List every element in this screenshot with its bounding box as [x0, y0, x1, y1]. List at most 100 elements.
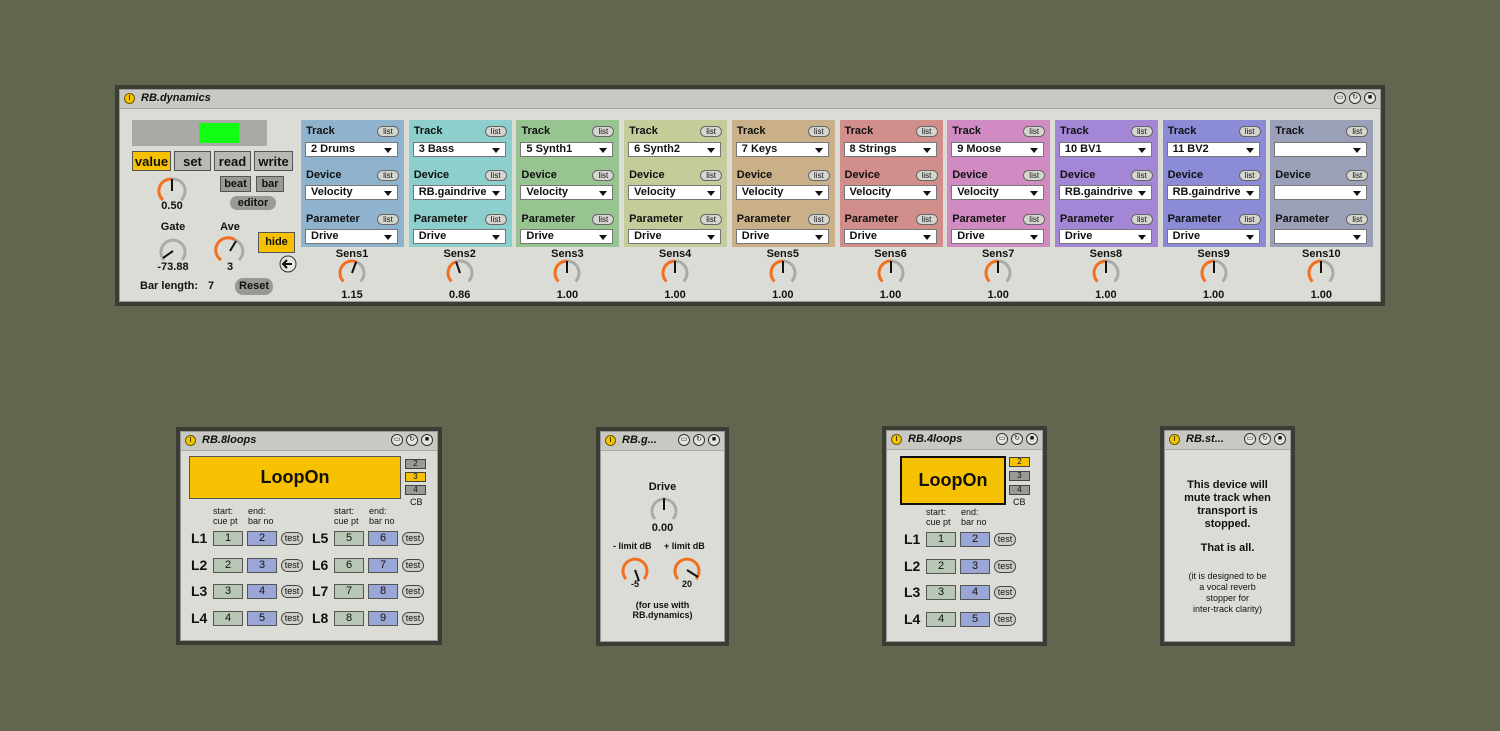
loop-start-field[interactable]: 1	[926, 532, 956, 547]
device-list-button[interactable]: list	[484, 170, 507, 181]
sens-knob[interactable]	[658, 256, 692, 290]
track-list-button[interactable]: list	[1238, 126, 1261, 137]
loop-start-field[interactable]: 7	[334, 584, 364, 599]
parameter-list-button[interactable]: list	[1023, 214, 1046, 225]
parameter-list-button[interactable]: list	[807, 214, 830, 225]
cb-option-2[interactable]: 2	[1009, 457, 1030, 467]
device-list-button[interactable]: list	[1023, 170, 1046, 181]
power-icon[interactable]	[1169, 434, 1180, 445]
sens-knob[interactable]	[874, 256, 908, 290]
editor-button[interactable]: editor	[230, 196, 276, 210]
track-dropdown[interactable]: 5 Synth1	[520, 142, 614, 157]
hide-button[interactable]: hide	[258, 232, 295, 253]
loop-end-field[interactable]: 7	[368, 557, 398, 573]
power-icon[interactable]	[891, 434, 902, 445]
loop-test-button[interactable]: test	[281, 532, 303, 545]
save-icon[interactable]: ■	[1274, 433, 1286, 445]
loop-start-field[interactable]: 6	[334, 557, 364, 573]
loop-end-field[interactable]: 2	[247, 531, 277, 546]
parameter-list-button[interactable]: list	[700, 214, 723, 225]
loop-start-field[interactable]: 1	[213, 531, 243, 546]
loop-end-field[interactable]: 2	[960, 532, 990, 547]
parameter-dropdown[interactable]	[1274, 229, 1368, 244]
sens-knob[interactable]	[1304, 256, 1338, 290]
loop-end-field[interactable]: 3	[960, 558, 990, 574]
track-dropdown[interactable]: 10 BV1	[1058, 142, 1152, 157]
parameter-dropdown[interactable]: Drive	[843, 229, 937, 244]
loop-end-field[interactable]: 4	[247, 584, 277, 599]
loop-test-button[interactable]: test	[994, 612, 1016, 626]
loop-test-button[interactable]: test	[281, 611, 303, 625]
freeze-icon[interactable]: ↻	[1259, 433, 1271, 445]
ave-knob[interactable]	[213, 234, 247, 268]
plus-limit-knob[interactable]	[670, 553, 704, 587]
track-list-button[interactable]: list	[700, 126, 723, 137]
loop-test-button[interactable]: test	[994, 559, 1016, 573]
loop-end-field[interactable]: 3	[247, 557, 277, 573]
loop-test-button[interactable]: test	[402, 558, 424, 572]
save-icon[interactable]: ■	[1026, 433, 1038, 445]
track-dropdown[interactable]: 6 Synth2	[628, 142, 722, 157]
read-button[interactable]: read	[214, 151, 251, 171]
write-button[interactable]: write	[254, 151, 293, 171]
loop-start-field[interactable]: 5	[334, 531, 364, 546]
fold-icon[interactable]: ▭	[996, 433, 1008, 445]
parameter-dropdown[interactable]: Drive	[628, 229, 722, 244]
track-dropdown[interactable]: 7 Keys	[735, 142, 829, 157]
parameter-list-button[interactable]: list	[1130, 214, 1153, 225]
cb-option-2[interactable]: 2	[405, 459, 426, 469]
loop-test-button[interactable]: test	[402, 585, 424, 598]
bar-button[interactable]: bar	[256, 176, 284, 192]
track-dropdown[interactable]: 9 Moose	[951, 142, 1045, 157]
loop-test-button[interactable]: test	[402, 532, 424, 545]
parameter-dropdown[interactable]: Drive	[1166, 229, 1260, 244]
loop-end-field[interactable]: 6	[368, 531, 398, 546]
track-dropdown[interactable]	[1274, 142, 1368, 157]
loop-test-button[interactable]: test	[402, 611, 424, 625]
main-knob[interactable]	[155, 174, 189, 208]
fold-icon[interactable]: ▭	[1334, 92, 1346, 104]
save-icon[interactable]: ■	[421, 434, 433, 446]
loop-test-button[interactable]: test	[994, 533, 1016, 546]
device-dropdown[interactable]: RB.gaindrive	[412, 185, 506, 200]
parameter-list-button[interactable]: list	[592, 214, 615, 225]
loop-end-field[interactable]: 5	[960, 611, 990, 627]
track-dropdown[interactable]: 8 Strings	[843, 142, 937, 157]
parameter-list-button[interactable]: list	[377, 214, 399, 225]
freeze-icon[interactable]: ↻	[1011, 433, 1023, 445]
parameter-dropdown[interactable]: Drive	[305, 229, 398, 244]
device-dropdown[interactable]: Velocity	[951, 185, 1045, 200]
loop-start-field[interactable]: 4	[213, 610, 243, 626]
sens-knob[interactable]	[981, 256, 1015, 290]
sens-knob[interactable]	[550, 256, 584, 290]
loop-start-field[interactable]: 2	[213, 557, 243, 573]
device-list-button[interactable]: list	[592, 170, 615, 181]
device-dropdown[interactable]: Velocity	[843, 185, 937, 200]
device-dropdown[interactable]: Velocity	[735, 185, 829, 200]
loop-test-button[interactable]: test	[281, 558, 303, 572]
device-list-button[interactable]: list	[1238, 170, 1261, 181]
fold-icon[interactable]: ▭	[1244, 433, 1256, 445]
parameter-dropdown[interactable]: Drive	[412, 229, 506, 244]
cb-option-4[interactable]: 4	[405, 485, 426, 495]
device-list-button[interactable]: list	[1130, 170, 1153, 181]
track-list-button[interactable]: list	[915, 126, 938, 137]
device-list-button[interactable]: list	[807, 170, 830, 181]
freeze-icon[interactable]: ↻	[693, 434, 705, 446]
fold-icon[interactable]: ▭	[678, 434, 690, 446]
drive-knob[interactable]	[647, 493, 681, 527]
cb-option-4[interactable]: 4	[1009, 485, 1030, 495]
loop-start-field[interactable]: 8	[334, 610, 364, 626]
fold-icon[interactable]: ▭	[391, 434, 403, 446]
parameter-dropdown[interactable]: Drive	[1058, 229, 1152, 244]
gate-knob[interactable]	[156, 234, 190, 268]
loop-test-button[interactable]: test	[281, 585, 303, 598]
parameter-dropdown[interactable]: Drive	[520, 229, 614, 244]
sens-knob[interactable]	[335, 256, 369, 290]
save-icon[interactable]: ■	[708, 434, 720, 446]
track-list-button[interactable]: list	[1023, 126, 1046, 137]
device-dropdown[interactable]: Velocity	[520, 185, 614, 200]
beat-button[interactable]: beat	[220, 176, 251, 192]
minus-limit-knob[interactable]	[618, 553, 652, 587]
track-list-button[interactable]: list	[807, 126, 830, 137]
